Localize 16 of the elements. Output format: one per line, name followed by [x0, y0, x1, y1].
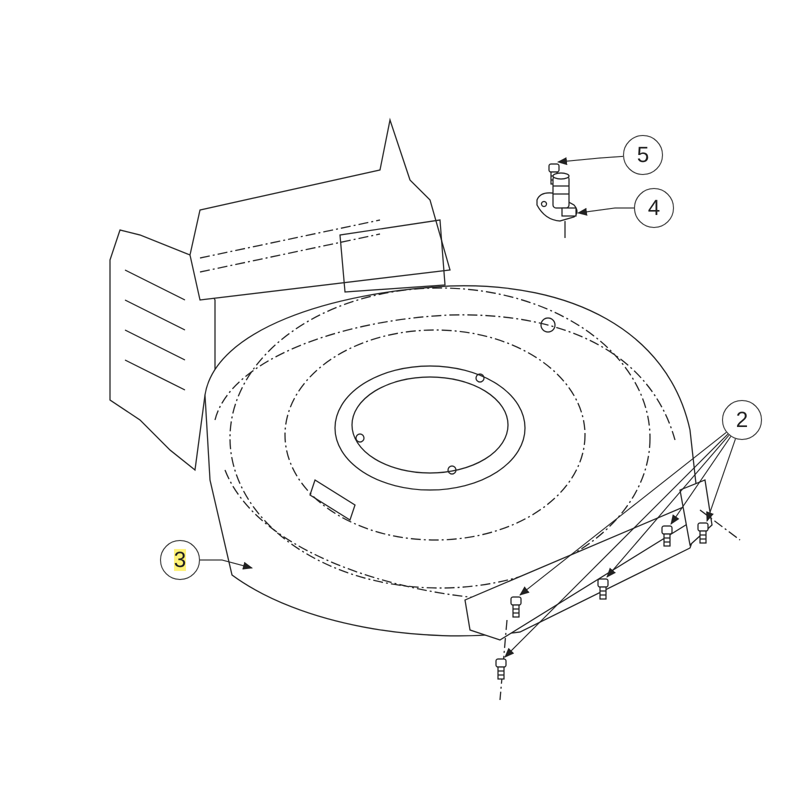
fitting-drawing	[536, 172, 578, 238]
callout-number: 5	[636, 144, 650, 166]
leader-line	[200, 560, 253, 570]
leader-line	[670, 436, 732, 525]
callout-number: 3	[174, 549, 186, 571]
leader-line	[504, 434, 728, 658]
leader-line	[606, 434, 730, 578]
bolt-drawing	[495, 658, 507, 680]
bolt-drawing	[697, 522, 709, 544]
mower-deck-drawing	[204, 285, 713, 641]
callout-number: 2	[736, 409, 748, 431]
leader-line	[577, 208, 634, 216]
leader-line	[706, 438, 736, 522]
leader-line	[557, 156, 624, 166]
callout-number: 4	[648, 197, 660, 219]
leader-line	[519, 432, 727, 596]
